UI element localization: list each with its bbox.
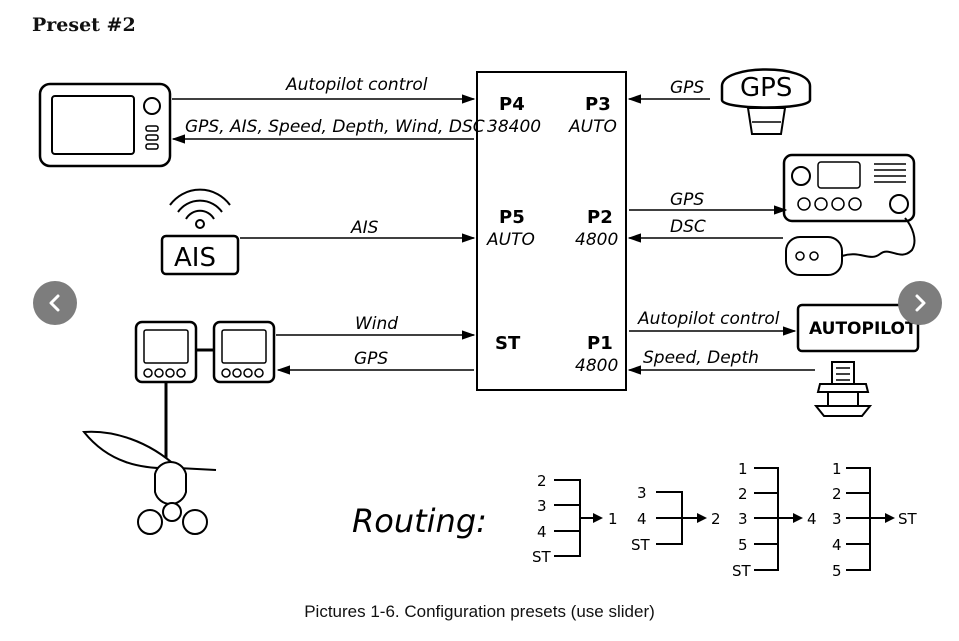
- speed-depth-in-label: Speed, Depth: [643, 348, 759, 368]
- preset-title: Preset #2: [32, 14, 136, 36]
- routing-g4-input-3: 3: [832, 510, 842, 528]
- routing-g1-input-2: 3: [537, 497, 547, 515]
- port-p3-rate: AUTO: [568, 117, 617, 137]
- port-st-label: ST: [495, 333, 521, 354]
- routing-g1-input-4: ST: [532, 548, 552, 566]
- port-p4-label: P4: [499, 94, 525, 115]
- slider-next-button[interactable]: [898, 281, 942, 325]
- routing-group-1: [554, 479, 603, 557]
- instrument-displays-icon: [134, 320, 276, 470]
- chartplotter-out-label: GPS, AIS, Speed, Depth, Wind, DSC: [185, 117, 485, 137]
- routing-g3-input-2: 2: [738, 485, 748, 503]
- routing-group-3: [754, 467, 803, 571]
- routing-g4-input-5: 5: [832, 562, 842, 580]
- routing-g4-input-4: 4: [832, 536, 842, 554]
- autopilot-device-label: AUTOPILOT: [809, 319, 917, 339]
- routing-g3-input-4: 5: [738, 536, 748, 554]
- vhf-out-label: GPS: [670, 190, 704, 210]
- routing-group-2: [656, 491, 707, 545]
- ais-device-label: AIS: [174, 243, 216, 273]
- port-p1-rate: 4800: [575, 356, 618, 376]
- routing-g1-output: 1: [608, 510, 618, 528]
- routing-g2-output: 2: [711, 510, 721, 528]
- vhf-in-label: DSC: [670, 217, 706, 237]
- port-p5-label: P5: [499, 207, 525, 228]
- routing-g4-output: ST: [898, 510, 918, 528]
- routing-group-4: [846, 467, 895, 571]
- autopilot-out-label: Autopilot control: [637, 309, 780, 329]
- routing-g2-input-3: ST: [631, 536, 651, 554]
- slider-prev-button[interactable]: [33, 281, 77, 325]
- autopilot-device-box: [796, 303, 920, 353]
- ais-in-label: AIS: [350, 218, 379, 238]
- routing-title: Routing:: [352, 502, 487, 540]
- port-p2-rate: 4800: [575, 230, 618, 250]
- routing-g1-input-1: 2: [537, 472, 547, 490]
- routing-g2-input-2: 4: [637, 510, 647, 528]
- routing-g2-input-1: 3: [637, 484, 647, 502]
- figure-caption: Pictures 1-6. Configuration presets (use…: [304, 602, 655, 621]
- routing-g3-input-5: ST: [732, 562, 752, 580]
- multiplexer-box: [476, 71, 627, 391]
- chartplotter-in-label: Autopilot control: [285, 75, 428, 95]
- chevron-right-icon: [915, 294, 926, 312]
- port-p4-rate: 38400: [487, 117, 541, 137]
- chartplotter-icon: [38, 82, 172, 168]
- gps-antenna-icon: [720, 68, 812, 135]
- port-p3-label: P3: [585, 94, 611, 115]
- port-p1-label: P1: [587, 333, 613, 354]
- st-in-label: Wind: [355, 314, 398, 334]
- routing-g4-input-1: 1: [832, 460, 842, 478]
- port-p5-rate: AUTO: [486, 230, 535, 250]
- ais-device-icon: [160, 188, 240, 276]
- gps-in-label: GPS: [670, 78, 704, 98]
- port-p2-label: P2: [587, 207, 613, 228]
- routing-g3-input-3: 3: [738, 510, 748, 528]
- chevron-left-icon: [49, 294, 60, 312]
- routing-g3-input-1: 1: [738, 460, 748, 478]
- vhf-radio-icon: [782, 153, 916, 276]
- st-out-label: GPS: [354, 349, 388, 369]
- routing-g3-output: 4: [807, 510, 817, 528]
- routing-g1-input-3: 4: [537, 523, 547, 541]
- transducer-icon: [813, 361, 873, 417]
- configuration-diagram: P4 38400 P3 AUTO P5 AUTO P2 4800 ST P1 4…: [38, 68, 920, 580]
- routing-g4-input-2: 2: [832, 485, 842, 503]
- wind-sensor-icon: [82, 430, 217, 535]
- gps-device-label: GPS: [740, 73, 792, 103]
